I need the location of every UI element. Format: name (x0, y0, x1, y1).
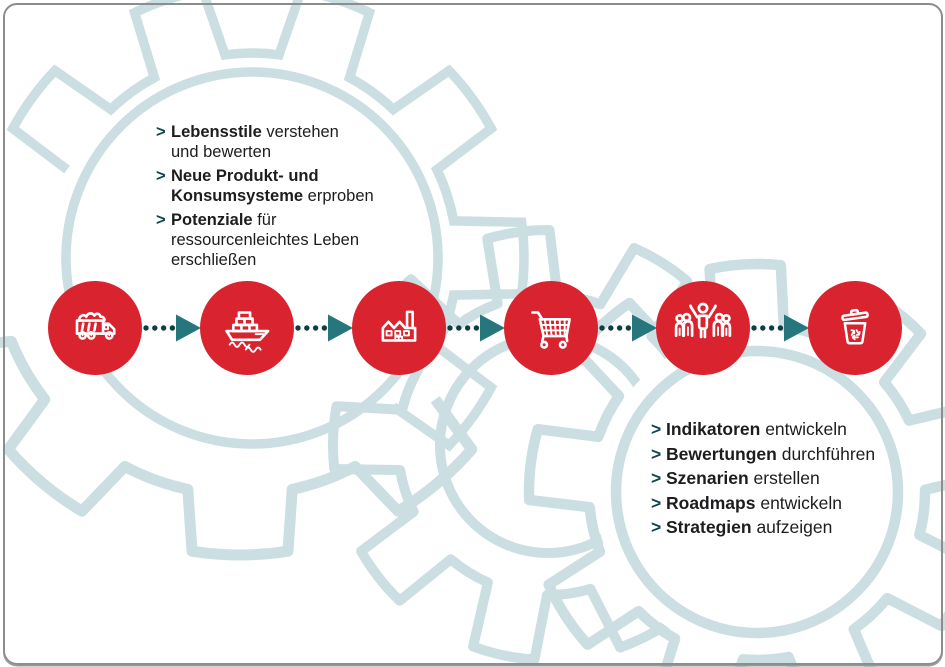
bullet-chevron: > (156, 211, 166, 229)
flow-arrow (751, 314, 809, 342)
arrow-dot (321, 325, 328, 331)
gear-hub-circle (594, 329, 920, 655)
arrow-head (176, 314, 201, 342)
bullet-text: Indikatoren entwickeln (666, 419, 847, 439)
gear-hub-circle (610, 345, 904, 639)
gear-outline (523, 258, 945, 667)
shopping-cart-icon (531, 311, 571, 349)
bullet-text: Szenarien erstellen (666, 468, 820, 489)
flow-arrow (599, 314, 657, 342)
arrow-dot (295, 325, 301, 331)
bullet-chevron: > (651, 419, 662, 439)
arrow-dot (169, 325, 176, 331)
factory-icon (381, 310, 417, 342)
arrow-dot (143, 325, 149, 331)
arrow-dot (760, 325, 766, 331)
gear-outline (327, 224, 765, 665)
arrow-dot (599, 325, 605, 331)
arrow-dot (616, 325, 623, 331)
bullet-chevron: > (651, 517, 662, 538)
arrow-dot (777, 325, 784, 331)
bullet-text: Strategien aufzeigen (666, 517, 833, 538)
flow-arrow (447, 314, 505, 342)
step-consumption (504, 281, 598, 375)
arrow-head (480, 314, 505, 342)
arrow-head (784, 314, 809, 342)
arrow-dot (456, 325, 462, 331)
recycling-bin-icon (841, 308, 869, 345)
container-ship-icon (225, 311, 270, 353)
arrow-dot (768, 325, 775, 331)
arrow-dot (447, 325, 453, 331)
arrow-dot (751, 325, 757, 331)
bullet-item: >Indikatoren entwickeln (651, 417, 921, 442)
arrow-dot (152, 325, 158, 331)
step-raw-materials (48, 281, 142, 375)
bullet-chevron: > (651, 492, 662, 513)
gear-hub-circle (61, 67, 443, 449)
arrow-dot (608, 325, 614, 331)
bullet-chevron: > (156, 167, 166, 185)
step-transport (200, 281, 294, 375)
arrow-dot (312, 325, 319, 331)
gear-outline (6, 0, 529, 452)
bullet-text: Roadmaps entwickeln (666, 492, 843, 513)
arrow-dot (625, 325, 632, 331)
people-group-icon (674, 302, 732, 339)
arrow-head (328, 314, 353, 342)
arrow-head (632, 314, 657, 342)
bullet-item: >Bewertungen durchführen (651, 442, 921, 467)
callout-analysis-tasks: >Indikatoren entwickeln>Bewertungen durc… (651, 417, 921, 540)
bullet-chevron: > (156, 123, 166, 141)
flow-arrow (295, 314, 353, 342)
bullet-item: >Roadmaps entwickeln (651, 491, 921, 516)
arrow-dot (160, 325, 167, 331)
step-recycling (808, 281, 902, 375)
arrow-dot (473, 325, 480, 331)
arrow-dot (464, 325, 471, 331)
bullet-chevron: > (651, 468, 662, 489)
bullet-chevron: > (651, 443, 662, 464)
step-society (656, 281, 750, 375)
arrow-dot (304, 325, 310, 331)
step-production (352, 281, 446, 375)
bullet-text: Bewertungen durchführen (666, 443, 876, 464)
dump-truck-icon (75, 312, 116, 340)
bullet-item: >Szenarien erstellen (651, 466, 921, 491)
bullet-item: >Strategien aufzeigen (651, 515, 921, 540)
flow-arrow (143, 314, 201, 342)
